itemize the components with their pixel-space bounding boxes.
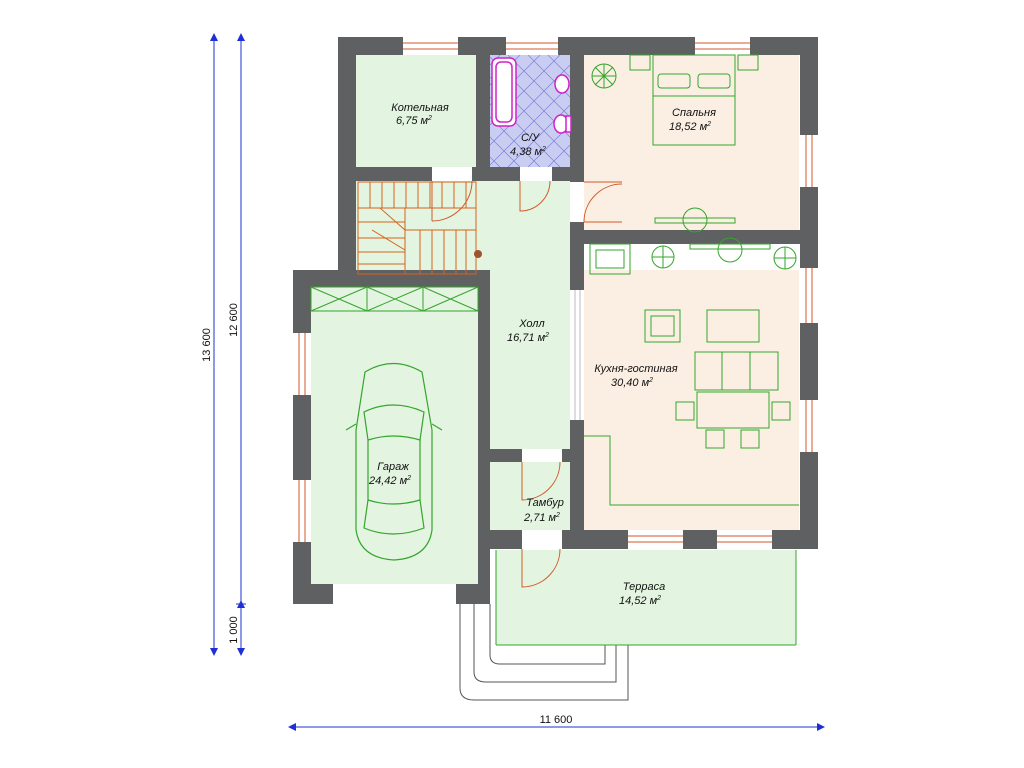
hall-area: 16,71 м2 (507, 332, 549, 344)
living-tv (689, 243, 771, 250)
bathtub (491, 57, 517, 127)
terrace-area: 14,52 м2 (619, 595, 661, 607)
dining-table (696, 391, 770, 429)
dim-total-width: 11 600 (540, 714, 573, 726)
boiler-name: Котельная (391, 102, 449, 114)
window-kitchen-right-2 (800, 400, 818, 452)
door-boiler (431, 167, 473, 222)
terrace-floor (496, 550, 796, 645)
kitchen-plant-2 (773, 246, 797, 270)
garage-area: 24,42 м2 (368, 475, 411, 487)
bathroom-fixtures (491, 57, 572, 134)
kitchen-counter (584, 435, 799, 506)
window-kitchen-bottom-2 (717, 530, 772, 549)
room-labels: Котельная 6,75 м2 С/У 4,38 м2 Спальня 18… (368, 102, 716, 607)
windows (293, 37, 818, 549)
bedroom-plant (591, 63, 617, 89)
porch (459, 550, 797, 701)
window-bathroom (506, 37, 558, 55)
bedroom-tv (654, 217, 736, 224)
coffee-table (706, 309, 760, 343)
door-terrace (521, 530, 562, 588)
boiler-area: 6,75 м2 (396, 115, 432, 127)
bedroom-name: Спальня (672, 107, 716, 119)
dim-total-height: 13 600 (201, 328, 213, 362)
window-kitchen-right-1 (800, 268, 818, 323)
kitchen-living-name: Кухня-гостиная (594, 363, 677, 375)
window-boiler (403, 37, 458, 55)
hall-floor (356, 180, 570, 277)
room-floors (311, 55, 799, 645)
armchair (589, 243, 631, 275)
dim-main-height: 12 600 (228, 303, 240, 337)
opening-kitchen (570, 290, 584, 420)
sofa (694, 351, 779, 391)
bathroom-area: 4,38 м2 (510, 146, 546, 158)
garage-name: Гараж (377, 461, 409, 473)
door-bedroom (570, 181, 623, 223)
garage-door (310, 286, 479, 312)
sink (554, 74, 570, 94)
bedroom-area: 18,52 м2 (669, 121, 711, 133)
kitchen-living-area: 30,40 м2 (611, 377, 653, 389)
bedroom-furniture (591, 54, 759, 233)
lounge-chair (644, 309, 681, 343)
hall-floor-lower (490, 277, 570, 449)
hall-name: Холл (518, 318, 544, 330)
door-bathroom (519, 167, 552, 212)
dimension-lines (210, 33, 825, 731)
car (345, 362, 443, 561)
window-garage-2 (293, 480, 311, 542)
dim-porch-depth: 1 000 (228, 616, 240, 644)
window-bedroom-right (800, 135, 818, 187)
kitchen-plant-1 (651, 245, 675, 269)
door-vestibule (521, 449, 562, 501)
bed (652, 54, 736, 146)
window-kitchen-bottom-1 (628, 530, 683, 549)
kitchen-living-floor (584, 270, 799, 530)
dimension-labels: 13 600 12 600 1 000 11 600 (201, 303, 572, 726)
boiler-room-floor (356, 55, 476, 167)
vestibule-name: Тамбур (526, 497, 564, 509)
staircase (357, 181, 482, 275)
bathroom-name: С/У (521, 132, 540, 144)
doors (431, 167, 623, 588)
vestibule-floor (490, 462, 570, 530)
terrace-name: Терраса (623, 581, 665, 593)
vestibule-area: 2,71 м2 (523, 512, 560, 524)
window-bedroom-top (695, 37, 750, 55)
bedroom-floor (584, 55, 799, 230)
window-garage-1 (293, 333, 311, 395)
kitchen-furniture (584, 237, 799, 506)
